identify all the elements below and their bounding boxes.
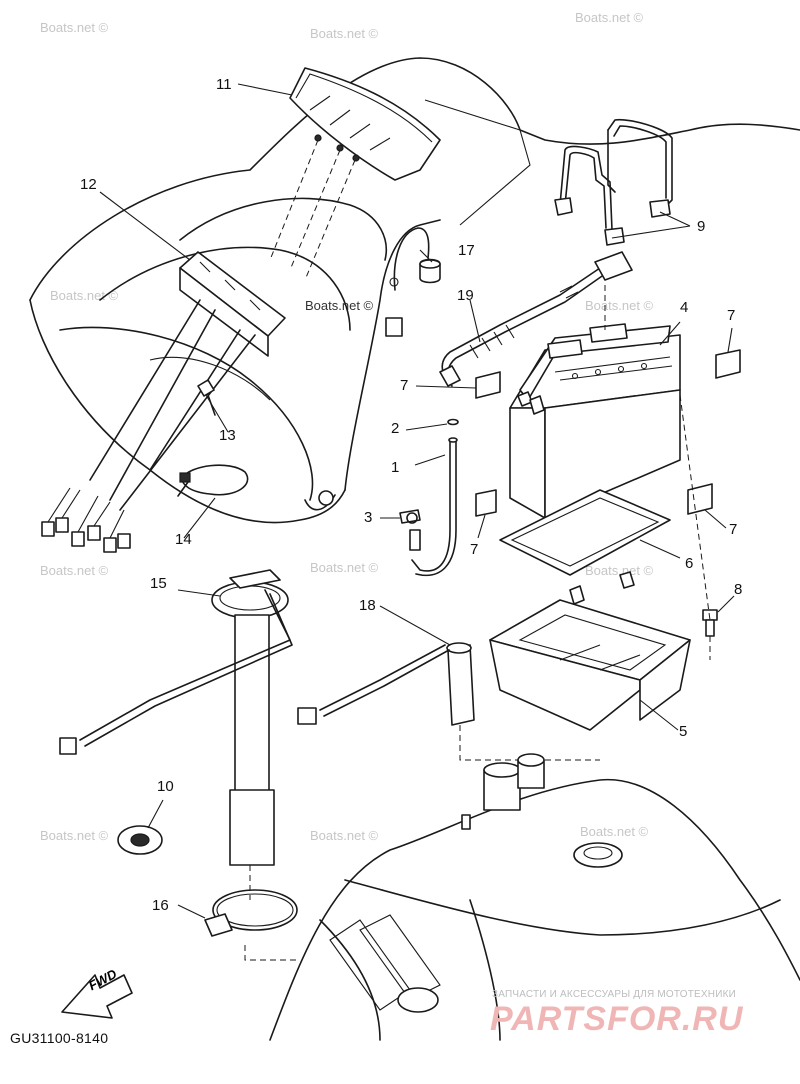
clamp-part-3 xyxy=(399,509,421,524)
watermark: Boats.net © xyxy=(585,298,654,313)
callout-13: 13 xyxy=(219,427,236,444)
brand-logo: PARTSFOR.RU xyxy=(490,1000,744,1038)
watermark: Boats.net © xyxy=(310,26,379,41)
pads-part-7 xyxy=(475,349,741,517)
watermark: Boats.net © xyxy=(305,298,374,313)
callout-15: 15 xyxy=(150,575,167,592)
callout-labels: 1 2 3 4 5 6 7 7 7 7 8 9 10 11 12 13 14 1… xyxy=(80,76,742,914)
callout-14: 14 xyxy=(175,531,192,548)
watermark: Boats.net © xyxy=(585,563,654,578)
bolt-part-8 xyxy=(702,609,718,660)
watermark: Boats.net © xyxy=(40,20,109,35)
callout-7: 7 xyxy=(727,307,735,324)
battery-part-4 xyxy=(509,323,681,519)
callout-19: 19 xyxy=(457,287,474,304)
callout-7: 7 xyxy=(400,377,408,394)
fuse-holder-part-17 xyxy=(385,227,441,337)
fwd-arrow-icon xyxy=(61,974,133,1019)
callout-6: 6 xyxy=(685,555,693,572)
callout-18: 18 xyxy=(359,597,376,614)
sensor-part-18 xyxy=(297,642,600,761)
watermark: Boats.net © xyxy=(310,560,379,575)
battery-lead-part-19 xyxy=(439,251,633,387)
callout-12: 12 xyxy=(80,176,97,193)
battery-box-part-5 xyxy=(489,571,691,731)
hull-upper-body xyxy=(29,57,800,524)
callout-11: 11 xyxy=(216,76,232,93)
callout-7: 7 xyxy=(729,521,737,538)
fuel-sender-part-15 xyxy=(59,569,293,900)
callout-5: 5 xyxy=(679,723,687,740)
callout-10: 10 xyxy=(157,778,174,795)
callout-8: 8 xyxy=(734,581,742,598)
callout-4: 4 xyxy=(680,299,688,316)
watermark: Boats.net © xyxy=(40,563,109,578)
callout-3: 3 xyxy=(364,509,372,526)
callout-17: 17 xyxy=(458,242,475,259)
watermarks: Boats.net © Boats.net © Boats.net © Boat… xyxy=(40,10,654,843)
battery-band-part-9 xyxy=(554,118,673,246)
watermark: Boats.net © xyxy=(40,828,109,843)
cable-tie-part-14 xyxy=(177,464,249,497)
watermark: Boats.net © xyxy=(575,10,644,25)
callout-1: 1 xyxy=(391,459,399,476)
switch-box-part-12 xyxy=(41,251,286,553)
callout-2: 2 xyxy=(391,420,399,437)
leader-lines xyxy=(99,83,735,919)
watermark: Boats.net © xyxy=(580,824,649,839)
breather-pipe-part-1 xyxy=(409,437,458,576)
callout-9: 9 xyxy=(697,218,705,235)
watermark: Boats.net © xyxy=(50,288,119,303)
hose-clamp-part-16 xyxy=(204,889,300,961)
grommet-part-10 xyxy=(117,825,163,855)
diagram-code: GU31100-8140 xyxy=(10,1030,109,1046)
watermark: Boats.net © xyxy=(310,828,379,843)
brand-tagline: ЗАПЧАСТИ И АКСЕССУАРЫ ДЛЯ МОТОТЕХНИКИ xyxy=(492,989,737,1000)
callout-16: 16 xyxy=(152,897,169,914)
meter-cluster-part-11 xyxy=(269,67,441,281)
callout-7: 7 xyxy=(470,541,478,558)
mat-part-6 xyxy=(499,489,671,576)
fitting-part-2 xyxy=(447,418,459,426)
lower-hull-tank xyxy=(269,753,800,1041)
